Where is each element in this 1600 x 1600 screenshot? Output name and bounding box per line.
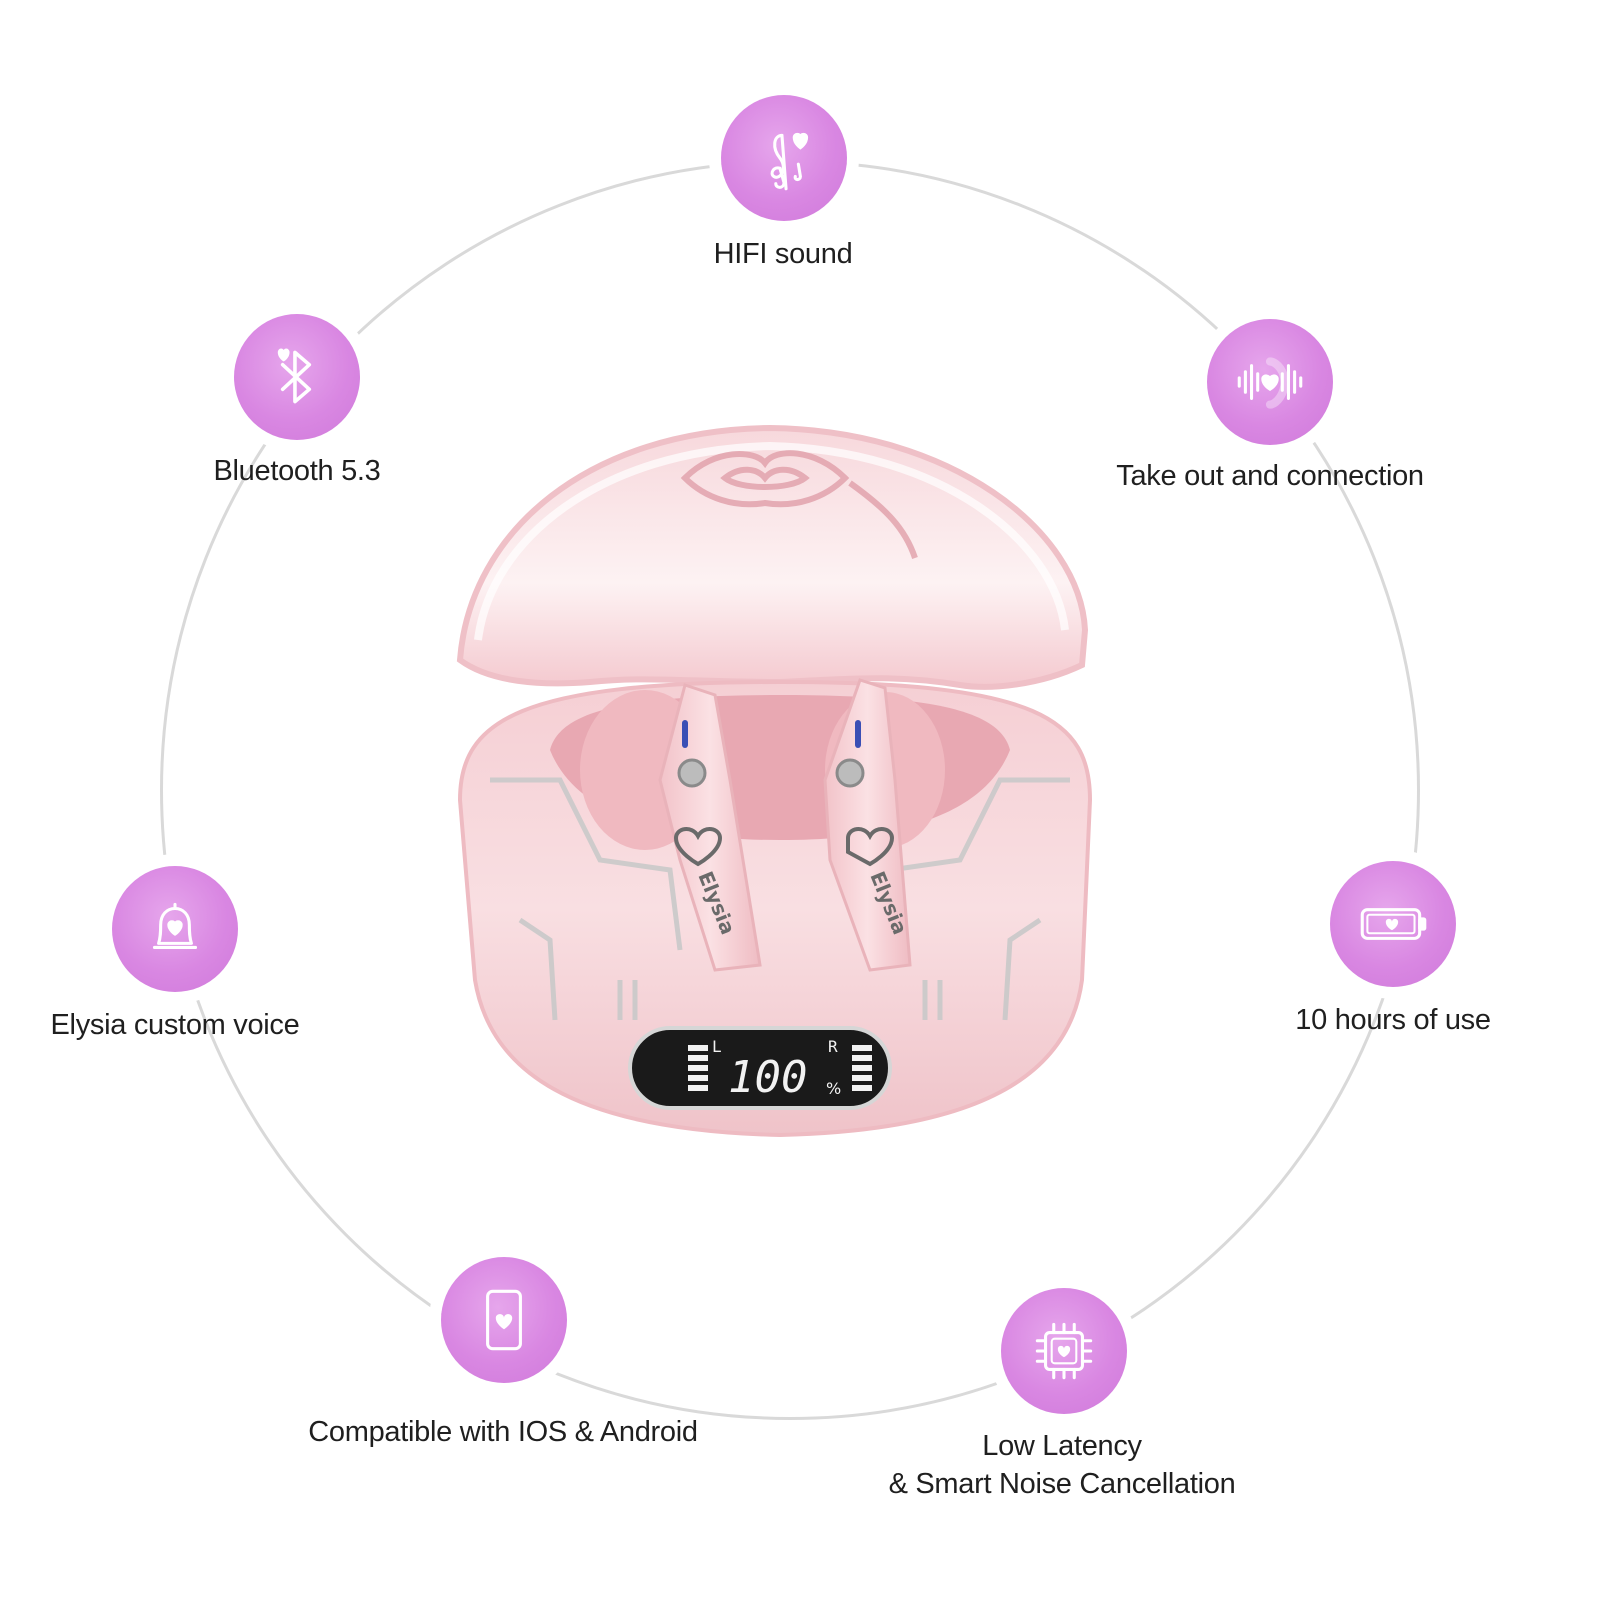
music-note-heart-icon bbox=[770, 132, 809, 191]
battery-display: L R 100 % bbox=[628, 1026, 892, 1110]
earbuds-case-svg: Elysia Elysia L R 100 % bbox=[456, 424, 1093, 1138]
rose-emblem bbox=[680, 450, 918, 559]
bell-heart-icon bbox=[152, 902, 198, 949]
label-bluetooth: Bluetooth 5.3 bbox=[213, 455, 381, 487]
badge-connection bbox=[1207, 319, 1333, 445]
soundwave-heart-icon bbox=[1237, 357, 1303, 409]
earbuds-case-illustration: Elysia Elysia L R 100 % bbox=[430, 420, 1130, 1160]
badge-bluetooth bbox=[234, 314, 360, 440]
badge-compat bbox=[441, 1257, 567, 1383]
label-voice: Elysia custom voice bbox=[50, 1009, 300, 1041]
label-compat: Compatible with IOS & Android bbox=[308, 1416, 698, 1448]
case-lid bbox=[456, 424, 1089, 690]
percent-sign: % bbox=[826, 1079, 841, 1098]
label-hifi: HIFI sound bbox=[713, 238, 853, 270]
left-earbud: Elysia bbox=[580, 683, 762, 972]
label-battery: 10 hours of use bbox=[1295, 1004, 1491, 1036]
phone-heart-icon bbox=[486, 1289, 522, 1351]
badge-battery bbox=[1330, 861, 1456, 987]
label-connection: Take out and connection bbox=[1116, 460, 1424, 492]
bluetooth-heart-icon bbox=[277, 348, 312, 404]
battery-percent: 100 bbox=[728, 1052, 807, 1103]
right-marker: R bbox=[828, 1037, 838, 1056]
label-latency: Low Latency & Smart Noise Cancellation bbox=[888, 1430, 1236, 1500]
chip-heart-icon bbox=[1035, 1322, 1093, 1380]
badge-voice bbox=[112, 866, 238, 992]
badge-hifi bbox=[721, 95, 847, 221]
left-marker: L bbox=[712, 1037, 722, 1056]
badge-latency bbox=[1001, 1288, 1127, 1414]
battery-heart-icon bbox=[1360, 908, 1427, 940]
right-earbud: Elysia bbox=[823, 678, 945, 972]
